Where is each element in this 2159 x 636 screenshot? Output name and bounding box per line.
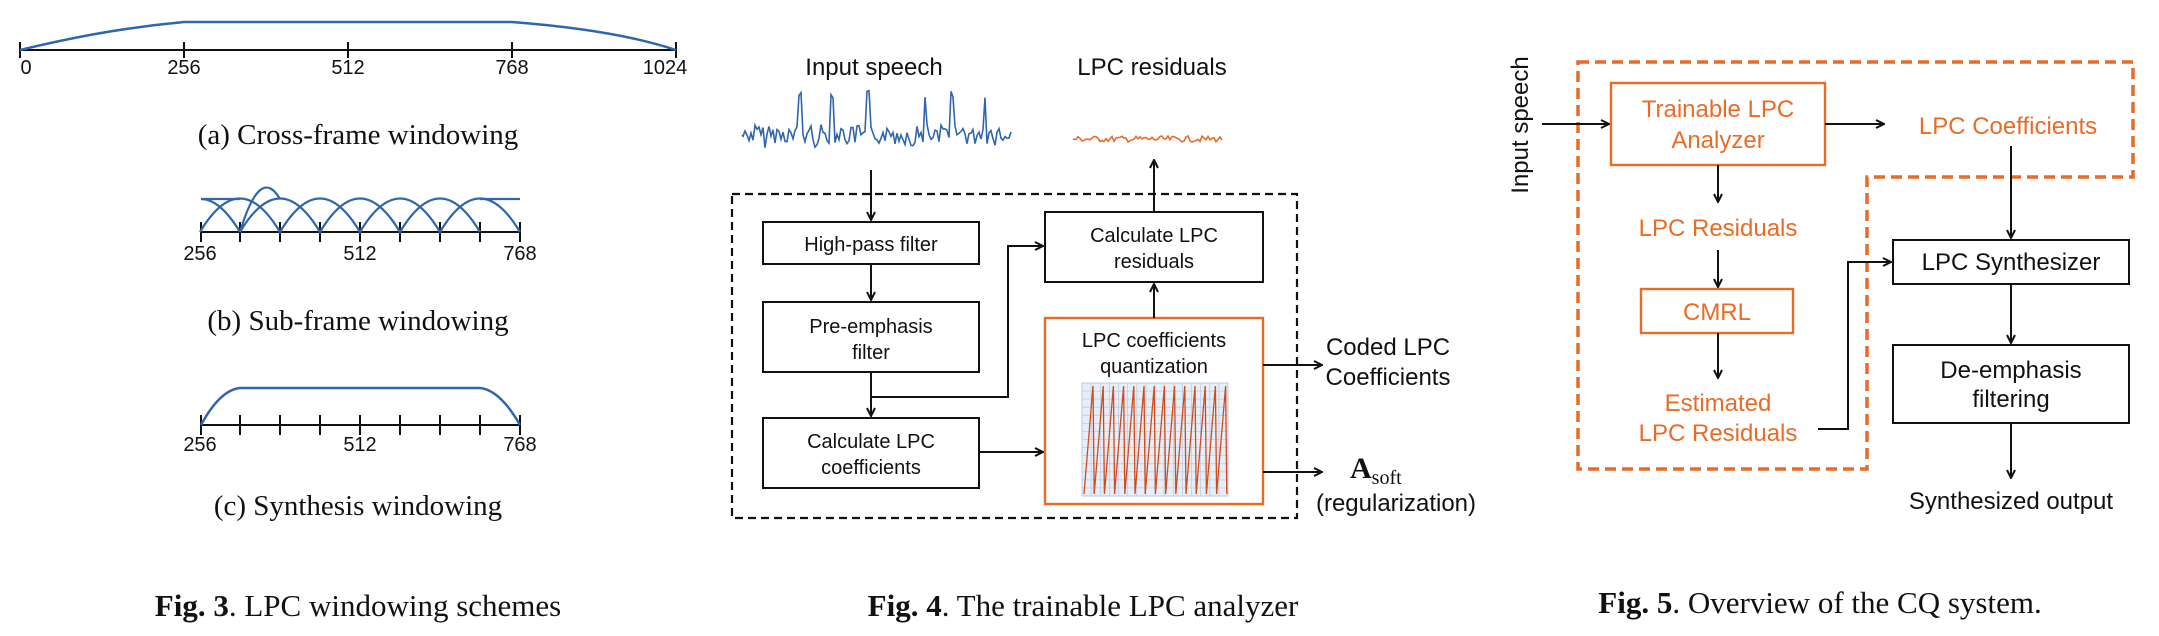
fig3a-axis <box>19 42 677 58</box>
fig5-trainable-region <box>1576 60 2135 471</box>
fig4-coded-line2: Coefficients <box>1326 364 1451 391</box>
fig4-input-speech-label: Input speech <box>805 54 942 81</box>
fig3c-caption: (c) Synthesis windowing <box>214 490 502 522</box>
fig3b-tick-768: 768 <box>503 243 536 265</box>
fig4-calc-coef-line1: Calculate LPC <box>807 431 935 453</box>
fig3-caption: Fig. 3. LPC windowing schemes <box>155 588 561 623</box>
fig4-calc-coef-line2: coefficients <box>821 457 921 479</box>
fig3a-tick-0: 0 <box>20 57 31 79</box>
quant-sawtooth <box>1083 385 1228 495</box>
fig5-coefficients-label: LPC Coefficients <box>1919 113 2097 140</box>
fig3b-tick-256: 256 <box>183 243 216 265</box>
fig3c-tick-512: 512 <box>343 434 376 456</box>
fig3b-tick-512: 512 <box>343 243 376 265</box>
fig5-deemphasis-box <box>1892 344 2130 424</box>
fig4-quantization-line2: quantization <box>1100 356 1208 378</box>
fig4-regularization: (regularization) <box>1316 490 1476 517</box>
fig5: Input speech Trainable LPC Analyzer LPC … <box>1507 56 2135 620</box>
fig4: Input speech LPC residuals High-pass fil… <box>730 54 1476 623</box>
fig3: 0 256 512 768 1024 (a) Cross-frame windo… <box>19 20 688 623</box>
fig3a-caption: (a) Cross-frame windowing <box>198 119 519 151</box>
fig4-quantization-plot <box>1081 382 1229 497</box>
fig3c-axis <box>200 415 521 435</box>
fig4-quantization-line1: LPC coefficients <box>1082 330 1226 352</box>
fig5-synthesizer-label: LPC Synthesizer <box>1922 249 2101 276</box>
fig4-calc-resid-line2: residuals <box>1114 251 1194 273</box>
fig5-synthesizer-box <box>1892 239 2130 285</box>
fig4-highpass-label: High-pass filter <box>804 234 938 256</box>
fig3b-caption: (b) Sub-frame windowing <box>207 305 508 337</box>
fig5-analyzer-line2: Analyzer <box>1671 127 1764 154</box>
fig5-output-label: Synthesized output <box>1909 488 2113 515</box>
fig5-cmrl-label: CMRL <box>1683 299 1751 326</box>
fig4-arrow-pre-to-resid <box>871 246 1043 398</box>
fig4-calc-resid-line1: Calculate LPC <box>1090 225 1218 247</box>
fig3a-tick-256: 256 <box>167 57 200 79</box>
fig5-analyzer-box <box>1609 81 1827 167</box>
fig5-analyzer-line1: Trainable LPC <box>1642 96 1795 123</box>
fig3b-subwindows <box>199 186 521 235</box>
fig4-preemphasis-line1: Pre-emphasis <box>809 316 932 338</box>
fig3c-tick-768: 768 <box>503 434 536 456</box>
fig5-caption: Fig. 5. Overview of the CQ system. <box>1598 585 2041 620</box>
fig5-input-speech-label: Input speech <box>1507 56 1534 193</box>
fig5-arrow-estimated-to-synth <box>1818 262 1891 430</box>
fig4-calc-resid-box <box>1044 211 1264 283</box>
fig3a-tick-768: 768 <box>495 57 528 79</box>
fig5-estimated-line1: Estimated <box>1665 390 1772 417</box>
fig3c-tick-256: 256 <box>183 434 216 456</box>
fig3c-synthesis-window <box>199 386 522 426</box>
fig5-estimated-line2: LPC Residuals <box>1639 420 1798 447</box>
fig4-speech-waveform <box>741 89 1012 149</box>
fig4-asoft-label: Asoft <box>1350 452 1402 489</box>
fig4-preemphasis-box <box>762 301 980 373</box>
fig5-deemphasis-line2: filtering <box>1972 386 2049 413</box>
fig5-residuals-label: LPC Residuals <box>1639 215 1798 242</box>
fig5-deemphasis-line1: De-emphasis <box>1940 357 2081 384</box>
fig4-lpc-residuals-label: LPC residuals <box>1077 54 1226 81</box>
fig4-residual-waveform <box>1072 134 1223 144</box>
fig4-preemphasis-line2: filter <box>852 342 890 364</box>
fig4-caption: Fig. 4. The trainable LPC analyzer <box>868 588 1299 623</box>
fig3a-tick-1024: 1024 <box>643 57 688 79</box>
fig3a-window-curve <box>19 20 677 52</box>
fig4-analyzer-boundary <box>730 192 1299 520</box>
fig4-coded-line1: Coded LPC <box>1326 334 1450 361</box>
fig3a-tick-512: 512 <box>331 57 364 79</box>
